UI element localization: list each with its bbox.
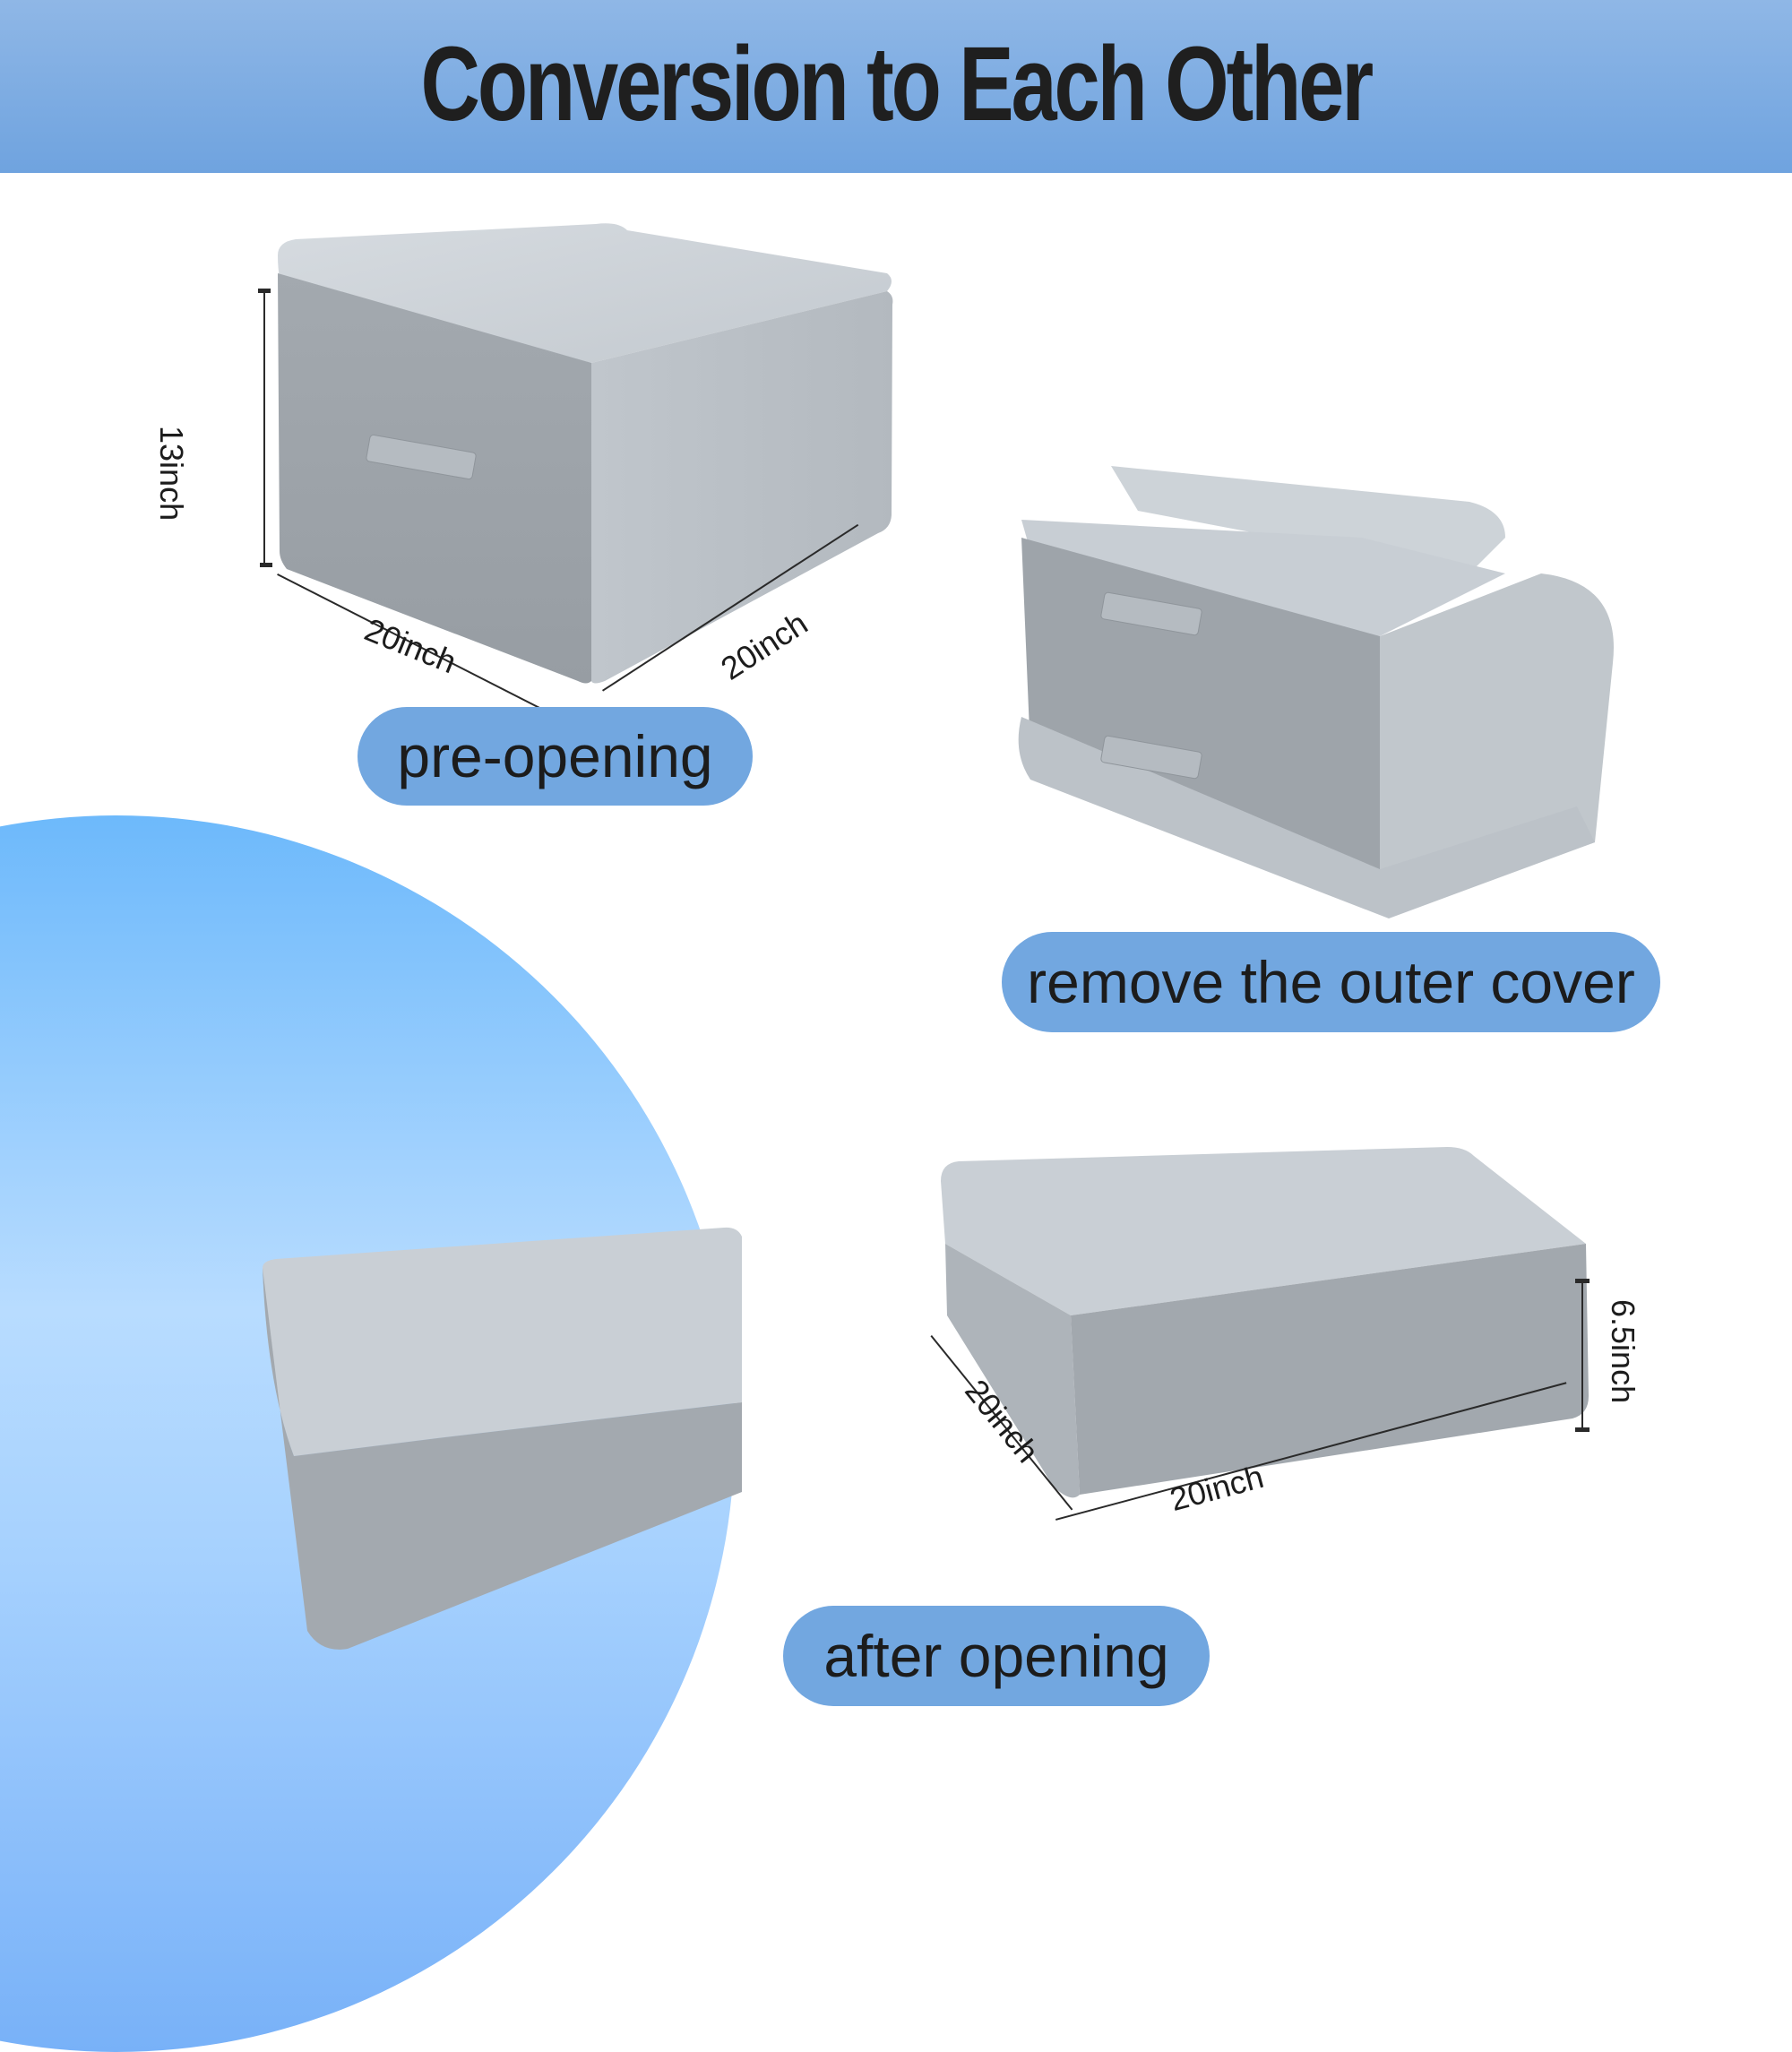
- header-banner: Conversion to Each Other: [0, 0, 1792, 173]
- height-label-after: 6.5inch: [1605, 1299, 1641, 1404]
- dimension-tick: [1575, 1427, 1590, 1432]
- remove-cover-label: remove the outer cover: [1002, 932, 1660, 1032]
- after-opening-label: after opening: [783, 1606, 1210, 1706]
- page-title: Conversion to Each Other: [420, 24, 1374, 143]
- cube-with-cover-image: [1004, 448, 1622, 923]
- pre-opening-cube-image: [269, 220, 896, 685]
- dimension-line: [1581, 1280, 1583, 1429]
- left-cushion-image: [258, 1223, 742, 1653]
- dimension-tick: [260, 563, 272, 567]
- right-cushion-image: [936, 1145, 1590, 1504]
- dimension-line: [263, 290, 265, 565]
- height-label: 13inch: [153, 426, 190, 522]
- pre-opening-label: pre-opening: [358, 707, 753, 806]
